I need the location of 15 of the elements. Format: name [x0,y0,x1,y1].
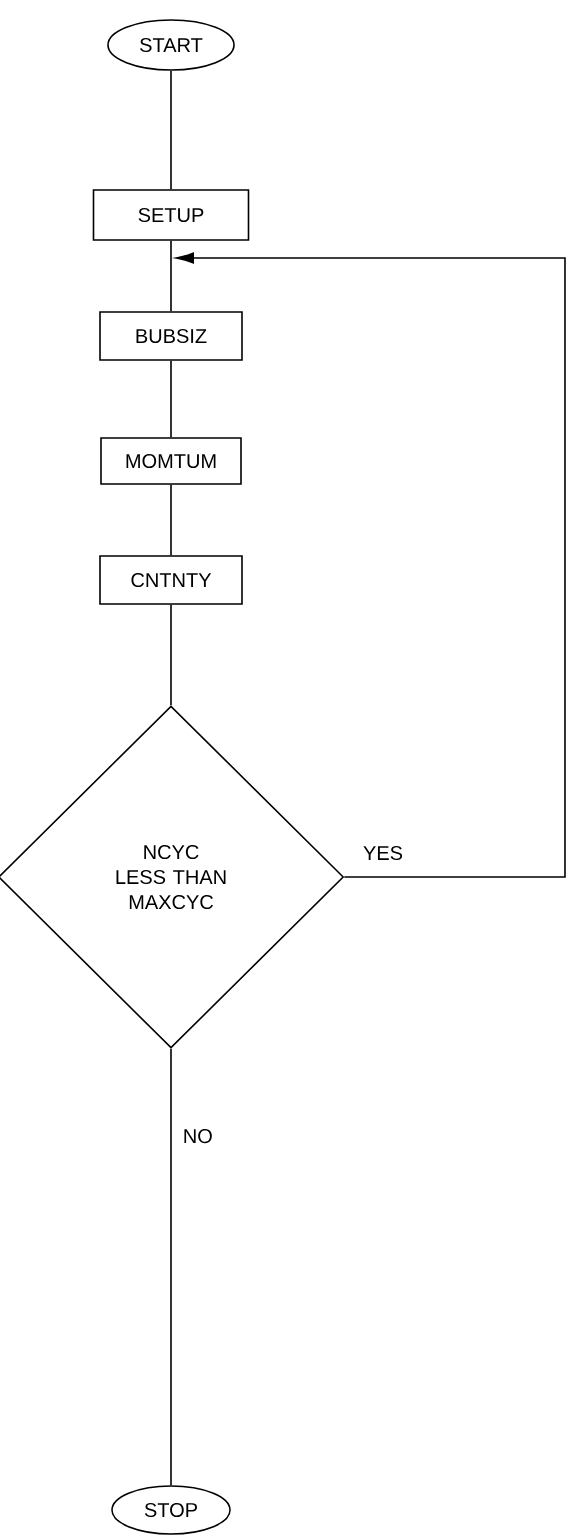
process-box: BUBSIZ [99,311,243,361]
terminal-oval: STOP [111,1485,231,1535]
arrow [175,252,566,878]
connector-line [170,70,172,190]
edge-label: NO [181,1128,214,1145]
connector-line [170,1048,172,1486]
connector-line [170,360,172,438]
process-box: SETUP [92,189,250,241]
process-box: CNTNTY [99,555,243,605]
connector-line [170,604,172,706]
connector-line [170,484,172,556]
connector-line [170,240,172,313]
edge-label: YES [362,844,404,862]
process-box: MOMTUM [100,437,242,485]
terminal-oval: START [107,19,235,71]
